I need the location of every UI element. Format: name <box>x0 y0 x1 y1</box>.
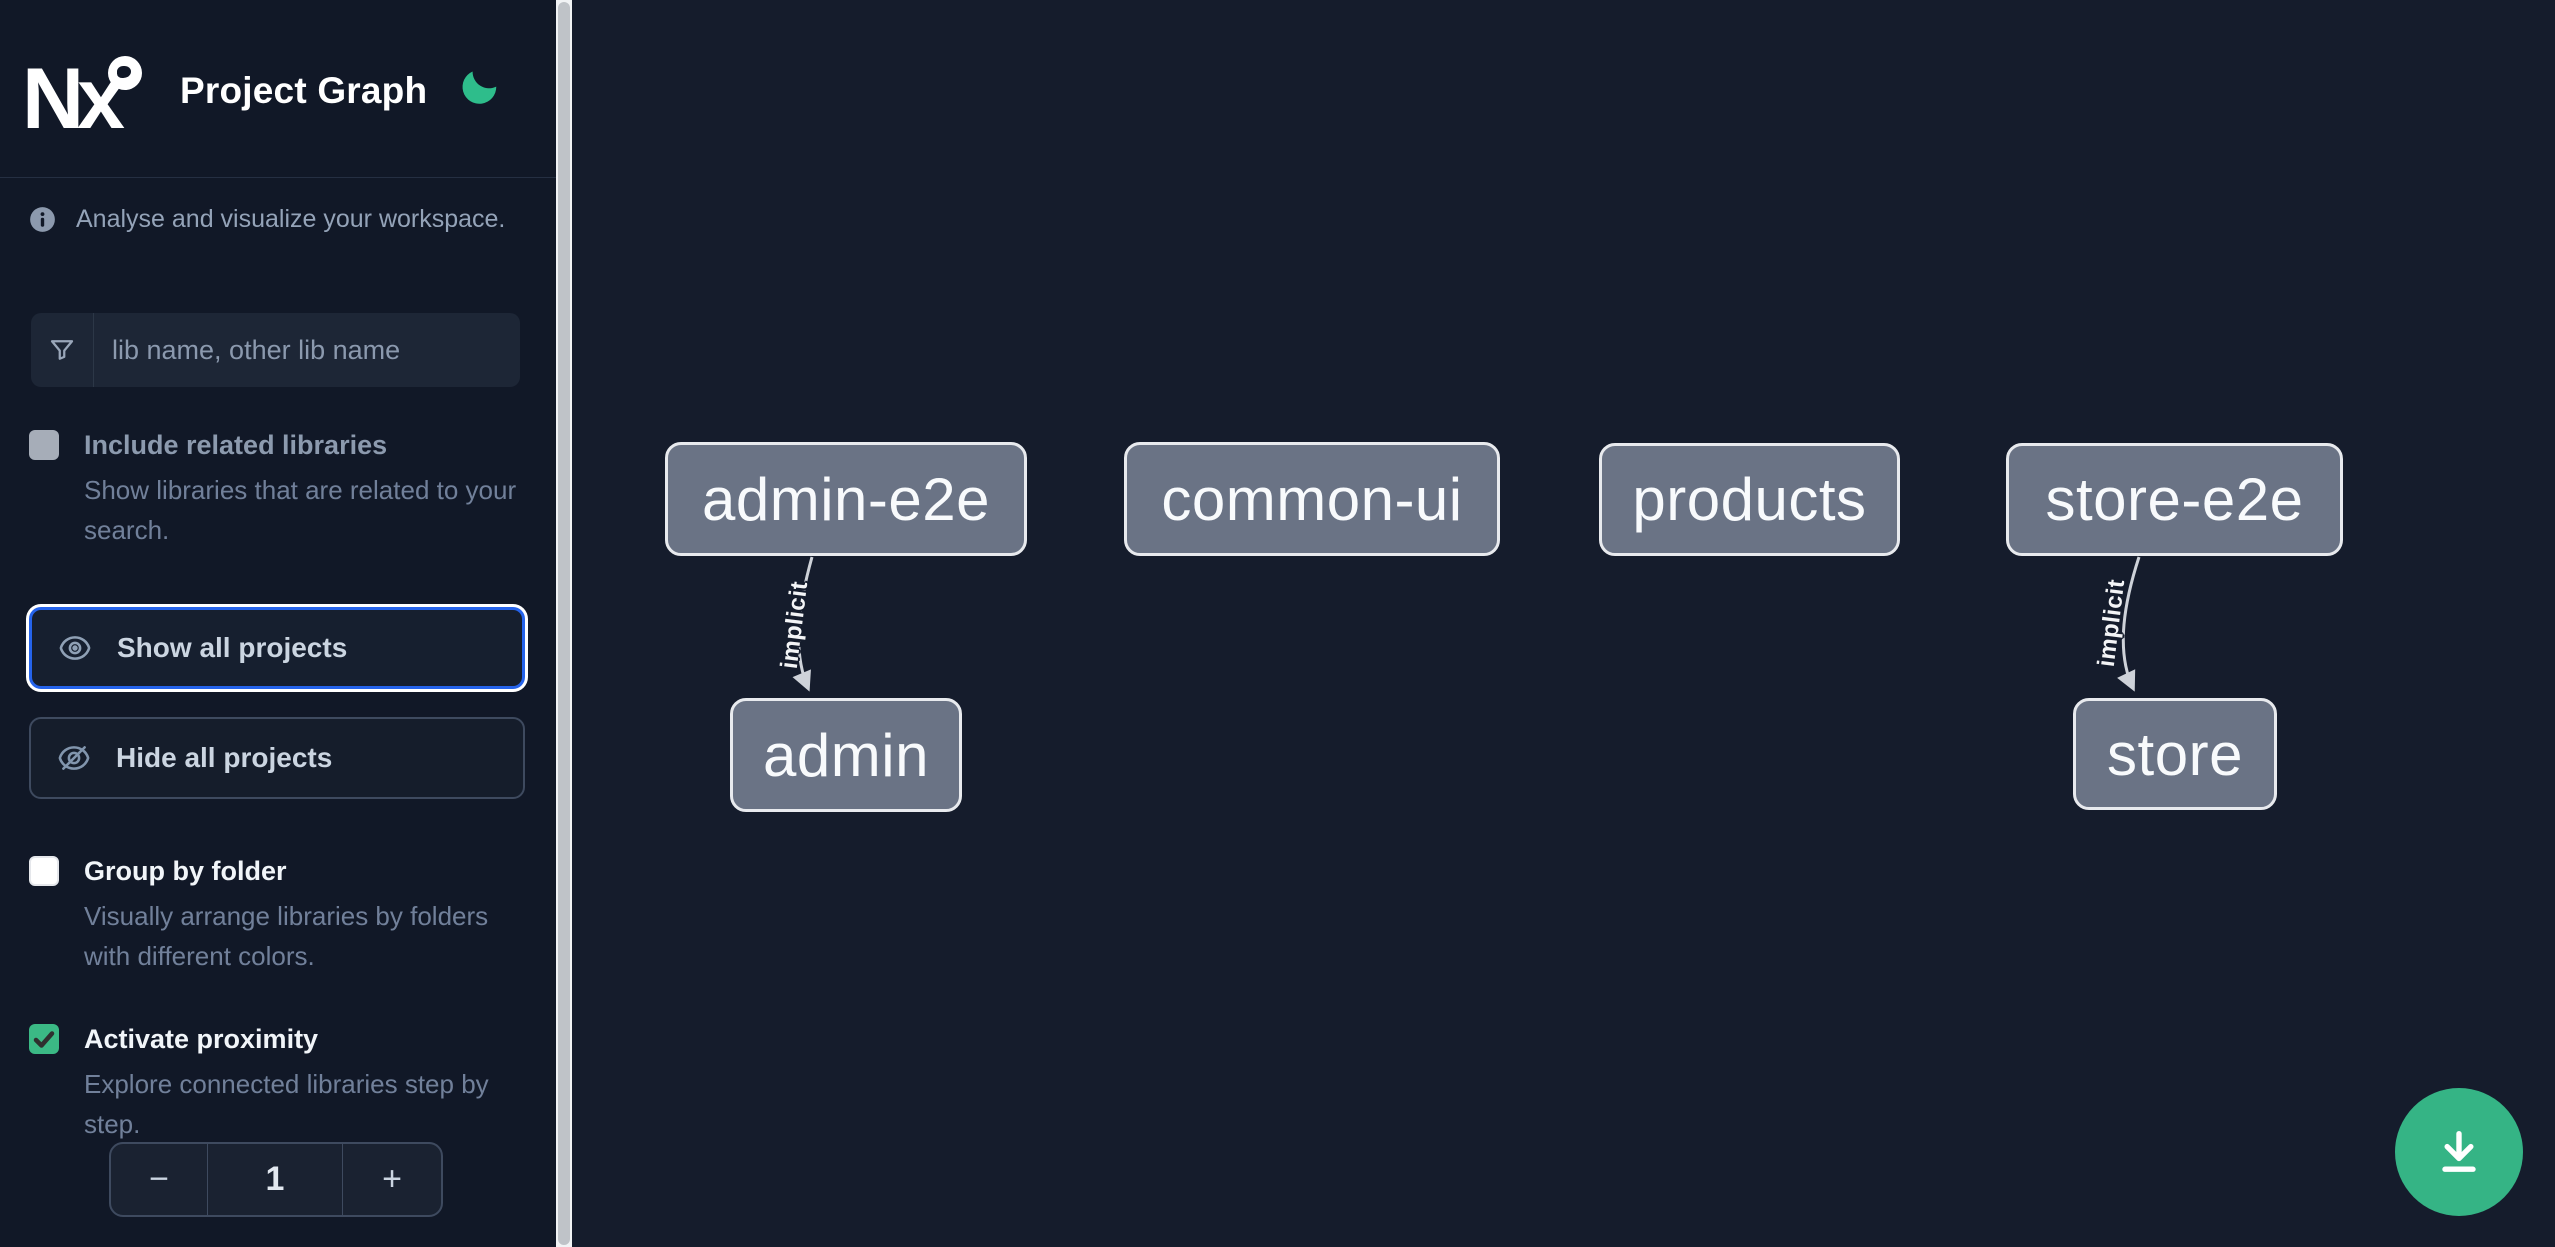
sidebar: Nx Project Graph Analyse and visualize y… <box>0 0 572 1247</box>
node-label: common-ui <box>1161 465 1463 533</box>
theme-toggle-button[interactable] <box>458 64 502 108</box>
edge-admin-e2e-to-admin <box>792 556 814 692</box>
graph-node-admin[interactable]: admin <box>730 698 962 812</box>
filter-icon-cell <box>31 313 94 387</box>
tagline-row: Analyse and visualize your workspace. <box>29 205 505 234</box>
graph-node-products[interactable]: products <box>1599 443 1900 556</box>
graph-edges <box>792 556 2141 692</box>
graph-canvas[interactable]: admin-e2e common-ui products store-e2e a… <box>572 0 2555 1247</box>
include-related-checkbox[interactable] <box>29 430 59 460</box>
search-input[interactable] <box>94 313 520 387</box>
check-icon <box>33 1031 55 1048</box>
group-by-folder-label[interactable]: Group by folder <box>84 856 287 886</box>
node-label: admin <box>763 721 929 789</box>
edge-store-e2e-to-store <box>2117 556 2141 692</box>
filter-icon <box>50 340 74 360</box>
moon-icon <box>462 71 497 104</box>
group-by-folder-row: Group by folder Visually arrange librari… <box>29 854 529 976</box>
include-related-description: Show libraries that are related to your … <box>84 475 517 545</box>
graph-node-common-ui[interactable]: common-ui <box>1124 442 1500 556</box>
show-all-projects-label: Show all projects <box>117 632 348 663</box>
sidebar-scrollbar-thumb[interactable] <box>558 2 570 1245</box>
graph-node-admin-e2e[interactable]: admin-e2e <box>665 442 1027 556</box>
download-graph-button[interactable] <box>2395 1088 2523 1216</box>
activate-proximity-label[interactable]: Activate proximity <box>84 1024 319 1054</box>
page-title: Project Graph <box>180 70 428 111</box>
group-by-folder-description: Visually arrange libraries by folders wi… <box>84 901 489 971</box>
include-related-label[interactable]: Include related libraries <box>84 430 388 460</box>
group-by-folder-checkbox[interactable] <box>29 856 59 886</box>
node-label: store-e2e <box>2045 466 2304 533</box>
nx-logo-swirl <box>108 56 142 90</box>
graph-node-store-e2e[interactable]: store-e2e <box>2006 443 2343 556</box>
nx-logo: Nx <box>22 50 142 147</box>
increment-button[interactable]: + <box>343 1144 441 1215</box>
show-all-projects-button[interactable]: Show all projects <box>29 607 525 689</box>
activate-proximity-checkbox[interactable] <box>29 1024 59 1054</box>
activate-proximity-row: Activate proximity Explore connected lib… <box>29 1022 529 1144</box>
hide-all-projects-button[interactable]: Hide all projects <box>29 717 525 799</box>
depth-value[interactable]: 1 <box>207 1144 343 1215</box>
proximity-depth-stepper: − 1 + <box>109 1142 443 1217</box>
info-icon <box>30 207 55 232</box>
search-box <box>31 313 520 387</box>
activate-proximity-description: Explore connected libraries step by step… <box>84 1069 489 1139</box>
eye-icon <box>59 636 91 660</box>
hide-all-projects-label: Hide all projects <box>116 742 333 773</box>
tagline-text: Analyse and visualize your workspace. <box>76 205 506 233</box>
node-label: products <box>1632 466 1867 533</box>
include-related-row: Include related libraries Show libraries… <box>29 428 529 550</box>
node-label: admin-e2e <box>701 465 990 533</box>
sidebar-scrollbar-track <box>556 0 572 1247</box>
graph-node-store[interactable]: store <box>2073 698 2277 810</box>
node-label: store <box>2107 720 2243 788</box>
sidebar-header: Nx Project Graph <box>0 0 556 178</box>
download-icon <box>2442 1131 2476 1172</box>
decrement-button[interactable]: − <box>111 1144 207 1215</box>
eye-off-icon <box>58 746 90 770</box>
nx-logo-text: Nx <box>22 51 125 147</box>
